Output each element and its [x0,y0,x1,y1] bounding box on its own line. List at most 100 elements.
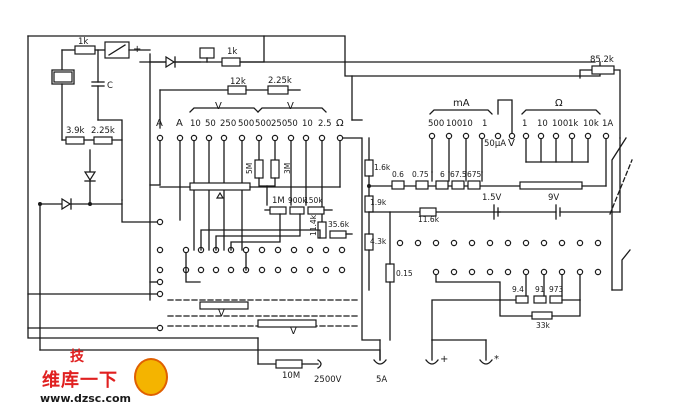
resistor-9-4-label: 9.4 [512,285,524,294]
resistor-2-25k-left-label: 2.25k [91,126,115,136]
scale-ohm-0: 1 [522,119,527,129]
watermark-top-text: 技 [70,349,84,365]
scale-v-4: 500 [255,119,271,129]
resistor-1m [269,206,287,215]
terminal-2500v-label: 2500V [314,375,342,385]
resistor-2-25k-top [267,85,289,95]
resistor-1-6k [364,159,374,177]
scale-v-1: 50 [205,119,216,129]
potentiometer-ohm [519,181,583,190]
resistor-1k-b-label: 1k [227,47,237,57]
mascot-icon [134,358,168,396]
resistor-10m [275,359,303,369]
resistor-150k-label: 150k [304,196,323,205]
scale-v-6: 50 [287,119,298,129]
resistor-0-75 [415,180,429,190]
ohm-symbol: Ω [336,118,344,129]
terminal-a1-label: A [156,118,163,129]
resistor-0-75-label: 0.75 [412,170,429,179]
resistor-2-25k-left [93,136,113,145]
resistor-12k-label: 12k [230,77,246,87]
resistor-3m-label: 3M [283,163,292,174]
resistor-33k [531,311,553,320]
resistor-5m-label: 5M [245,163,254,174]
resistor-3m [270,159,280,179]
resistor-1k-b [221,57,241,67]
ua-range-label: 50μA [484,139,506,149]
scale-v-2: 250 [220,119,236,129]
top-middle-section: 1k 12k 2.25k [149,35,301,129]
range-1a-label: 1A [602,119,613,129]
resistor-1m-label: 1M [272,196,285,206]
resistor-11-4k-label: 11.4k [309,214,318,236]
resistor-973-label: 973 [549,285,564,294]
resistor-6 [435,180,449,190]
ua-v-label: V [508,138,515,149]
resistor-35-6k [329,230,347,239]
left-wafer-contacts: V V [27,184,361,337]
rheostat-box [199,47,215,59]
site-watermark: 技 维库一下 www.dzsc.com [38,344,188,410]
resistor-6-label: 6 [440,170,445,179]
potentiometer-lower-2 [257,319,317,328]
resistor-973 [549,295,563,304]
right-section: mA 500 100 10 1 50μA V Ω 1 10 100 1k 10k… [344,55,633,341]
resistor-675 [467,180,481,190]
scale-ma-3: 1 [482,119,487,129]
scale-ma-2: 10 [462,119,473,129]
resistor-0-15 [385,263,395,283]
battery-9v-label: 9V [548,193,559,203]
resistor-10m-label: 10M [282,371,300,381]
ma-range-label: mA [453,98,470,109]
scale-ohm-4: 10k [583,119,599,129]
resistor-35-6k-label: 35.6k [328,220,350,229]
resistor-2-25k-top-label: 2.25k [268,76,292,86]
potentiometer-upper [189,182,251,191]
terminal-plus-label: + [440,354,448,365]
resistor-675-label: 675 [467,170,482,179]
resistor-33k-label: 33k [536,321,551,330]
meter-section: 1k + C 3.9k 2.25k [38,37,151,211]
potentiometer-lower-1 [199,301,249,310]
resistor-11-6k-label: 11.6k [418,215,440,224]
resistor-0-15-label: 0.15 [396,269,413,278]
resistor-85-2k [591,65,615,75]
resistor-1-9k-label: 1.9k [370,198,387,207]
resistor-85-2k-label: 85.2k [590,55,614,65]
resistor-67-5 [451,180,465,190]
scale-v-3: 500 [238,119,254,129]
terminal-star-label: * [494,354,499,365]
watermark-url: www.dzsc.com [40,392,132,405]
resistor-11-6k [419,207,437,217]
v-range-label-2: V [287,101,294,112]
scale-ohm-3: 1k [568,119,578,129]
resistor-91-label: 91 [535,285,545,294]
resistor-0-6 [391,180,405,190]
resistor-1-6k-label: 1.6k [374,163,391,172]
scale-v-8: 2.5 [318,119,332,129]
resistor-900k [289,206,305,215]
ohm-range-label: Ω [555,98,563,109]
v-range-label-1: V [215,101,222,112]
resistor-9-4 [515,295,529,304]
scale-ohm-1: 10 [537,119,548,129]
capacitor-c-label: C [107,81,113,91]
resistor-12k [227,85,247,95]
resistor-1k-a-label: 1k [78,37,88,47]
resistor-0-6-label: 0.6 [392,170,404,179]
resistor-91 [533,295,547,304]
resistor-1k-a [74,45,96,55]
scale-v-0: 10 [190,119,201,129]
resistor-150k [307,206,325,215]
bottom-terminals: 10M 2500V 5A + * [257,339,499,385]
resistor-3-9k [65,136,85,145]
resistor-67-5-label: 67.5 [450,170,467,179]
resistor-5m [254,159,264,179]
resistor-900k-label: 900k [288,196,307,205]
v-lower-label-1: V [218,308,225,319]
terminal-a2-label: A [176,118,183,129]
scale-v-5: 250 [271,119,287,129]
scale-ma-1: 100 [446,119,462,129]
scale-v-7: 10 [302,119,313,129]
